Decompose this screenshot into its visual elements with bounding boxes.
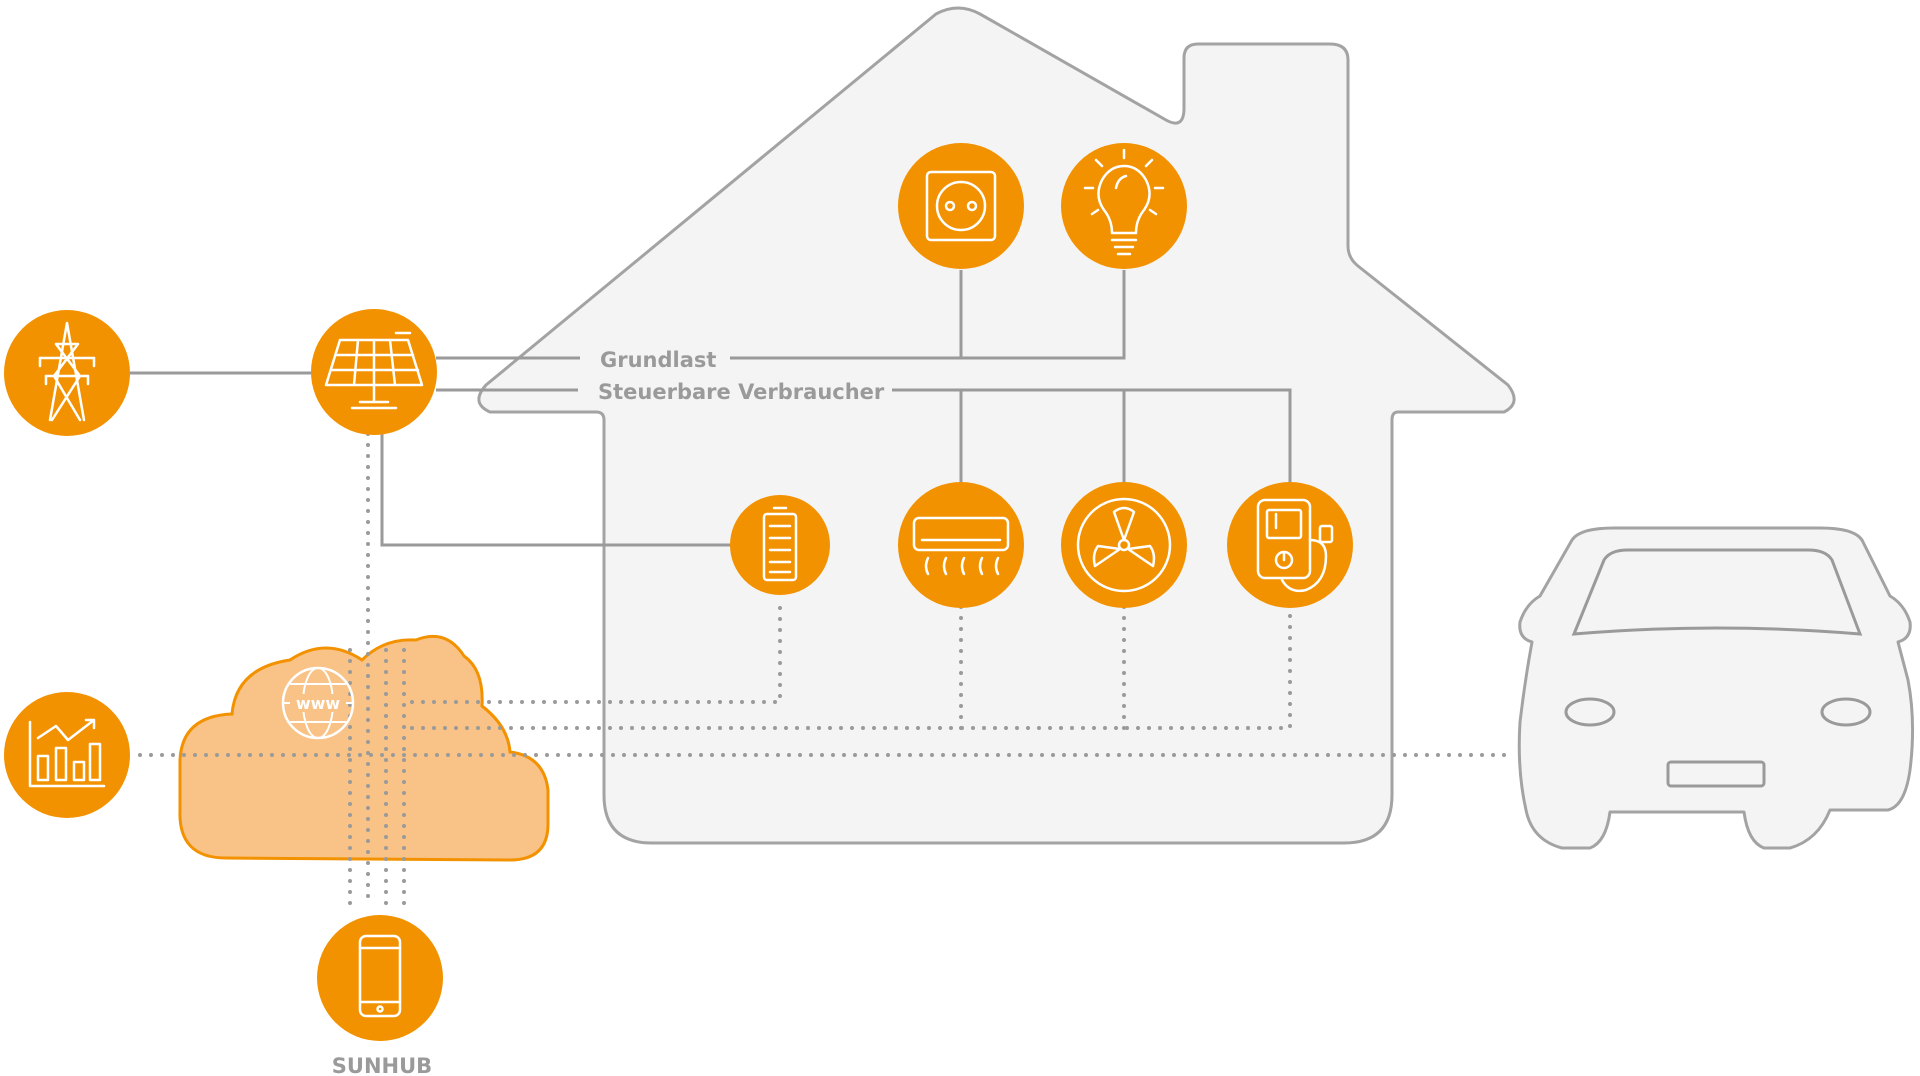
label-base-load: Grundlast	[600, 348, 716, 372]
socket-node	[898, 143, 1024, 269]
car-license-plate	[1666, 760, 1766, 788]
fan-icon	[1076, 497, 1172, 593]
light-bulb-icon	[1083, 148, 1165, 256]
data-lines	[138, 432, 1517, 907]
analytics-chart-icon	[28, 718, 106, 788]
smartphone-icon	[358, 934, 402, 1018]
analytics-node	[4, 692, 130, 818]
car-body	[1517, 526, 1915, 850]
globe-www-label: www	[296, 694, 341, 713]
wallbox-node	[1227, 482, 1353, 608]
label-sunhub: SUNHUB	[332, 1054, 432, 1076]
car-headlight-left	[1564, 697, 1616, 727]
aircon-node	[898, 482, 1024, 608]
cloud	[178, 635, 550, 862]
battery-node	[730, 495, 830, 595]
power-lines	[130, 270, 1292, 547]
power-socket-icon	[925, 170, 997, 242]
air-conditioner-icon	[912, 516, 1010, 576]
smartphone-node	[317, 915, 443, 1041]
house-outline	[477, 6, 1516, 845]
solar-node	[311, 309, 437, 435]
fan-node	[1061, 482, 1187, 608]
wallbox-charger-icon	[1256, 498, 1334, 593]
solar-panel-icon	[324, 331, 424, 410]
light-node	[1061, 143, 1187, 269]
globe-www-icon: www	[281, 666, 355, 740]
car	[1517, 526, 1915, 850]
car-headlight-right	[1820, 697, 1872, 727]
car-windshield	[1571, 548, 1863, 636]
power-pylon-icon	[38, 321, 96, 422]
battery-icon	[762, 506, 798, 582]
grid-node	[4, 310, 130, 436]
label-controllable-loads: Steuerbare Verbraucher	[598, 380, 885, 404]
